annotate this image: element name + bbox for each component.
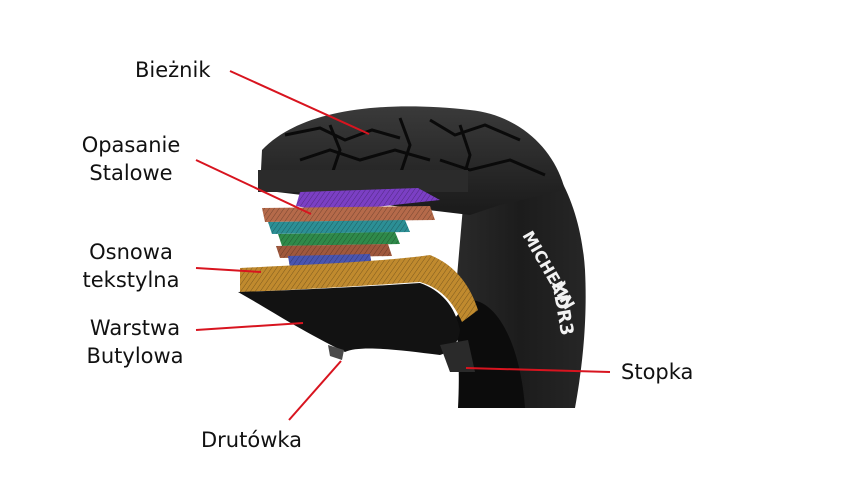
label-textile-carcass: Osnowa tekstylna <box>70 238 192 294</box>
butyl-liner <box>238 283 460 355</box>
leader-steel-belt <box>195 159 312 215</box>
bead-heel <box>440 340 475 372</box>
label-steel-belt: Opasanie Stalowe <box>70 131 192 187</box>
label-tread: Bieżnik <box>135 58 211 82</box>
leader-bead <box>465 367 611 373</box>
label-butyl-layer-line2: Butylowa <box>86 344 184 368</box>
label-steel-belt-line2: Stalowe <box>89 161 173 185</box>
belt-layers <box>240 188 478 330</box>
leader-butyl-layer <box>195 322 304 331</box>
label-butyl-layer-line1: Warstwa <box>89 316 181 340</box>
leader-tread <box>229 70 370 135</box>
tread <box>258 106 565 215</box>
label-steel-belt-line1: Opasanie <box>81 133 181 157</box>
bead-wire-core <box>328 345 344 360</box>
label-textile-carcass-line2: tekstylna <box>82 268 180 292</box>
tread-front-face <box>258 170 468 192</box>
label-bead-wire: Drutówka <box>201 428 303 452</box>
tread-grooves <box>284 117 546 191</box>
label-bead: Stopka <box>621 360 694 384</box>
label-butyl-layer: Warstwa Butylowa <box>74 314 196 370</box>
leader-lines <box>195 70 611 421</box>
tire-inner-shadow <box>455 300 525 408</box>
leader-textile-carcass <box>195 267 262 273</box>
leader-bead-wire <box>288 360 342 421</box>
inner-liner <box>238 283 475 372</box>
label-textile-carcass-line1: Osnowa <box>89 240 173 264</box>
